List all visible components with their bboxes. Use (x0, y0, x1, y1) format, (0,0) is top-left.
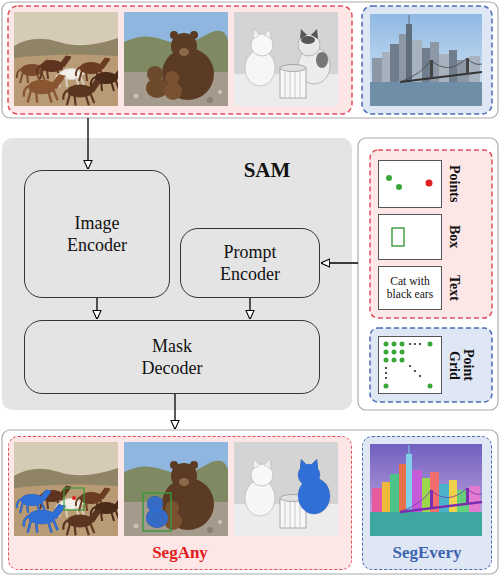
illustration-detail (384, 358, 389, 363)
illustration-detail (64, 488, 84, 510)
prompt-box: Box (378, 214, 442, 260)
prompt-group (370, 150, 492, 318)
illustration-detail (392, 350, 397, 355)
bear-mask (143, 493, 171, 531)
illustration-detail (419, 375, 421, 377)
prompt-type-label: Text (446, 267, 461, 309)
illustration-detail (72, 496, 76, 500)
horses-photo (14, 12, 125, 106)
illustration-detail (300, 459, 318, 469)
bear-photo (124, 12, 228, 106)
cats-photo (234, 12, 338, 106)
task-group: SegEvery (362, 436, 492, 570)
segevery-input-group (362, 6, 492, 114)
prompt-box: Points (378, 160, 442, 208)
point-prompt (396, 184, 402, 190)
flow-arrow (174, 394, 175, 429)
horses-result (14, 442, 125, 536)
horse-mask (17, 488, 84, 533)
city-result (370, 444, 482, 536)
task-label: SegAny (9, 543, 351, 563)
box-prompt (392, 228, 404, 246)
illustration-detail (409, 343, 411, 345)
illustration-detail (385, 367, 387, 369)
illustration-detail (24, 505, 65, 533)
point-grid-sample (384, 342, 433, 389)
output-panel (2, 430, 498, 574)
task-label: SegEvery (363, 543, 491, 563)
illustration-detail (414, 370, 416, 372)
module-label: Mask Decoder (122, 335, 222, 380)
input-panel (2, 2, 498, 118)
encoder-box: Prompt Encoder (180, 228, 320, 298)
decoder-box: Mask Decoder (24, 320, 320, 394)
illustration-detail (385, 372, 387, 374)
prompt-box: Cat with black earsText (378, 266, 442, 310)
encoder-box: Image Encoder (24, 170, 170, 298)
flow-arrow (96, 298, 97, 319)
point-prompt (426, 180, 433, 187)
prompt-type-label: Points (446, 161, 461, 207)
illustration-detail (400, 358, 405, 363)
illustration-detail (392, 342, 397, 347)
flow-arrow (249, 298, 250, 319)
illustration-detail (385, 377, 387, 379)
illustration-detail (298, 478, 330, 514)
task-group: SegAny (8, 436, 352, 570)
point-prompt (386, 175, 392, 181)
illustration-detail (428, 342, 433, 347)
illustration-detail (146, 508, 168, 528)
illustration-detail (400, 350, 405, 355)
illustration-detail (384, 350, 389, 355)
bear-result (124, 442, 228, 536)
city-photo (370, 14, 482, 106)
grid-group (370, 328, 492, 402)
illustration-detail (414, 343, 416, 345)
text-prompt: Cat with black ears (379, 267, 441, 309)
flow-arrow (87, 118, 88, 169)
cat-mask (298, 459, 330, 514)
prompt-type-label: Point Grid (446, 337, 475, 393)
illustration-detail (17, 490, 51, 513)
prompt-box: Point Grid (378, 336, 442, 394)
illustration-detail (409, 365, 411, 367)
module-title: SAM (202, 158, 332, 183)
illustration-detail (384, 384, 389, 389)
cats-result (234, 442, 338, 536)
illustration-detail (384, 342, 389, 347)
illustration-detail (298, 464, 320, 486)
flow-arrow (321, 262, 358, 263)
illustration-detail (428, 384, 433, 389)
illustration-detail (392, 358, 397, 363)
module-label: Prompt Encoder (200, 241, 300, 286)
prompt-panel (358, 138, 498, 410)
illustration-detail (147, 496, 163, 512)
illustration-detail (143, 493, 171, 531)
module-label: Image Encoder (47, 212, 147, 257)
illustration-detail (419, 343, 421, 345)
sam-module: SAM Image EncoderPrompt EncoderMask Decod… (2, 138, 352, 410)
prompt-type-label: Box (446, 215, 461, 259)
illustration-detail (400, 342, 405, 347)
segany-input-group (8, 6, 352, 114)
